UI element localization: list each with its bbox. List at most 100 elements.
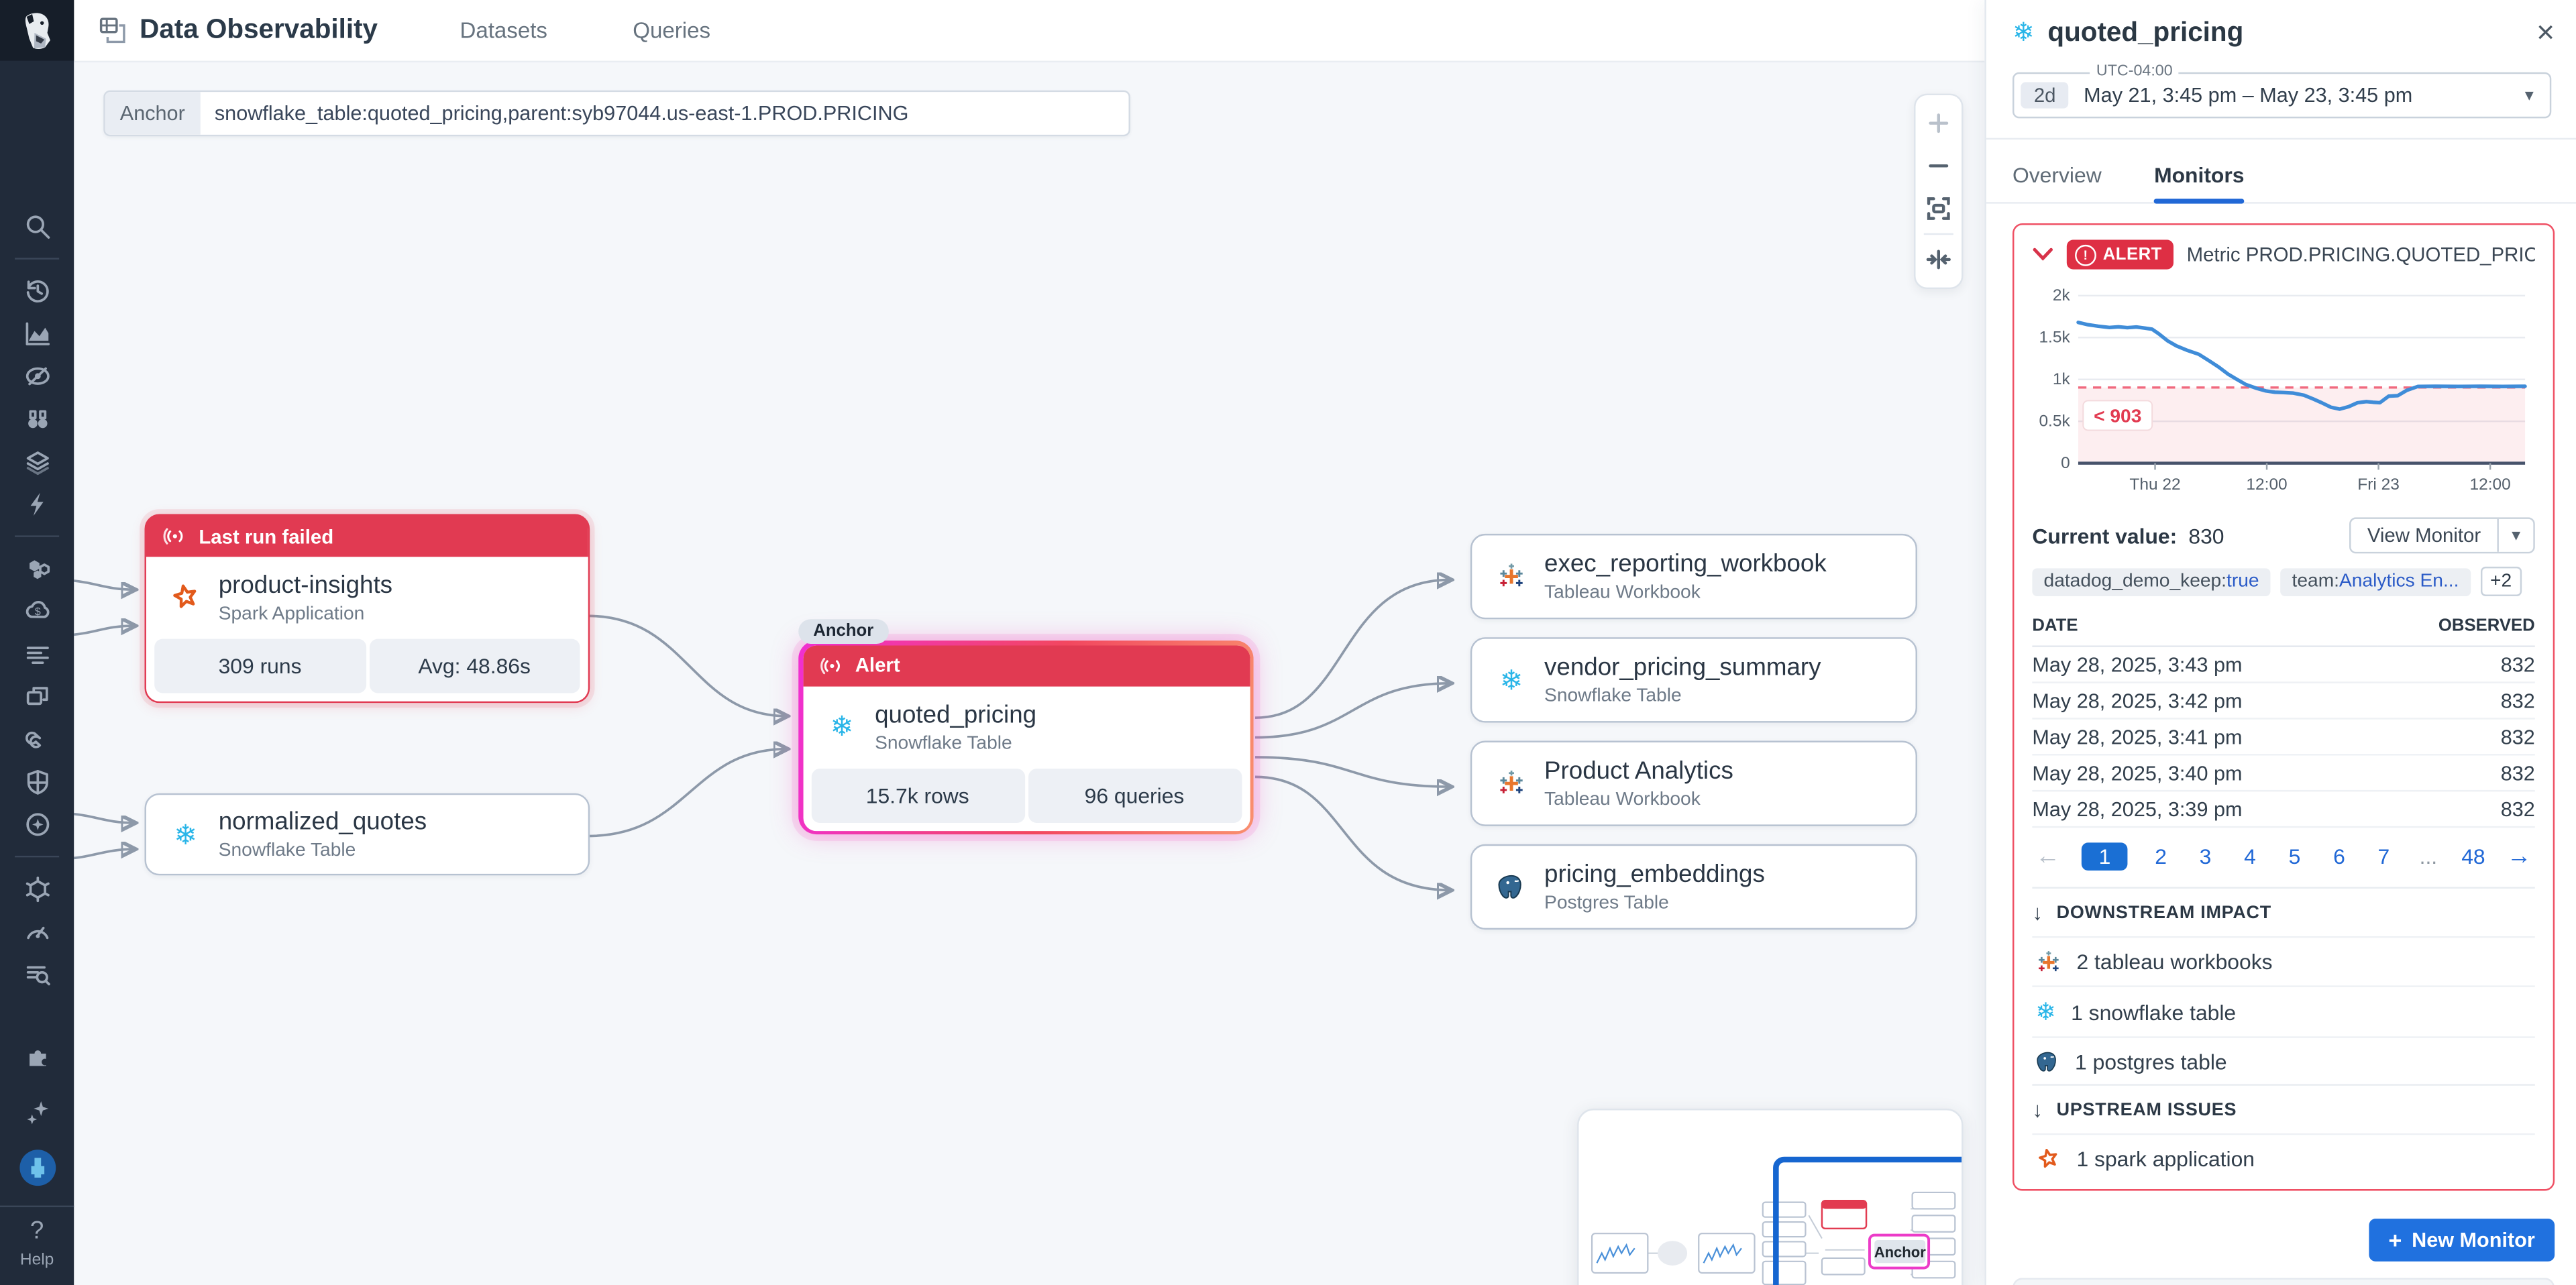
help-icon: ?: [30, 1216, 44, 1245]
svg-text:12:00: 12:00: [2470, 476, 2511, 494]
node-quoted-pricing-anchor[interactable]: Anchor Alert ❄ quoted_pricing: [798, 619, 1254, 835]
tag-pill[interactable]: datadog_demo_keep:true: [2032, 567, 2271, 596]
lineage-canvas[interactable]: Anchor Last run failed: [74, 60, 1985, 1285]
page-48[interactable]: 48: [2461, 844, 2485, 869]
minimap[interactable]: Anchor: [1577, 1109, 1973, 1285]
anchor-search-bar: Anchor: [103, 90, 1130, 137]
datadog-logo[interactable]: [0, 0, 74, 61]
plus-icon: +: [2388, 1227, 2402, 1253]
node-status-header: Last run failed: [146, 515, 588, 557]
history-icon[interactable]: [0, 270, 74, 313]
pipelines-icon[interactable]: [0, 718, 74, 761]
app-title-group: Data Observability: [99, 15, 378, 46]
anchor-input[interactable]: [199, 92, 1129, 135]
search-icon[interactable]: [0, 205, 74, 248]
cloud-cost-icon[interactable]: $: [0, 590, 74, 632]
help-button[interactable]: ? Help: [20, 1216, 54, 1272]
section-downstream-impact: ↓ DOWNSTREAM IMPACT: [2032, 887, 2535, 936]
tags-more-badge[interactable]: +2: [2480, 566, 2522, 596]
page-6[interactable]: 6: [2333, 844, 2345, 869]
node-exec-reporting-workbook[interactable]: exec_reporting_workbook Tableau Workbook: [1470, 533, 1917, 620]
integrations-icon[interactable]: [0, 1034, 74, 1077]
snowflake-icon: ❄: [2012, 19, 2035, 48]
current-value-label: Current value:: [2032, 523, 2178, 548]
impact-item-tableau[interactable]: 2 tableau workbooks: [2032, 936, 2535, 985]
fit-to-screen-button[interactable]: [1921, 190, 1957, 227]
page-next-icon[interactable]: →: [2506, 842, 2532, 871]
tableau-icon: [1495, 769, 1528, 798]
node-title: Product Analytics: [1544, 757, 1733, 785]
impact-item-postgres[interactable]: 1 postgres table: [2032, 1036, 2535, 1084]
security-icon[interactable]: [0, 761, 74, 803]
page-7[interactable]: 7: [2377, 844, 2390, 869]
binoculars-icon[interactable]: [0, 398, 74, 441]
sidebar-divider: [15, 535, 60, 537]
zoom-in-button[interactable]: [1921, 105, 1957, 142]
node-product-insights[interactable]: Last run failed product-insights Spark A…: [144, 514, 590, 704]
monitor-alert-icon: [163, 528, 183, 545]
services-icon[interactable]: [0, 547, 74, 590]
alert-badge: ! ALERT: [2066, 239, 2174, 270]
close-icon[interactable]: ×: [2536, 15, 2555, 50]
sidebar-divider: [0, 1205, 74, 1207]
node-stat-avg: Avg: 48.86s: [368, 638, 580, 693]
node-subtitle: Spark Application: [218, 604, 365, 624]
page-3[interactable]: 3: [2199, 844, 2212, 869]
impact-item-snowflake[interactable]: ❄ 1 snowflake table: [2032, 985, 2535, 1036]
tab-overview[interactable]: Overview: [2012, 162, 2102, 188]
node-product-analytics[interactable]: Product Analytics Tableau Workbook: [1470, 740, 1917, 826]
log-search-icon[interactable]: [0, 952, 74, 995]
time-range-value: May 21, 3:45 pm – May 23, 3:45 pm: [2084, 83, 2413, 107]
chevron-down-icon[interactable]: [2032, 246, 2053, 262]
snowflake-icon: ❄: [830, 711, 854, 742]
node-title: quoted_pricing: [875, 700, 1037, 729]
metrics-icon[interactable]: [0, 312, 74, 355]
chevron-down-icon[interactable]: ▼: [2497, 518, 2534, 552]
tableau-icon: [2039, 950, 2059, 970]
bits-ai-icon[interactable]: [0, 1090, 74, 1133]
monitor-alert-icon: [819, 657, 839, 673]
monitor-card-header[interactable]: ! ALERT Metric PROD.PRICING.QUOTED_PRICI…: [2032, 239, 2535, 270]
tab-queries[interactable]: Queries: [633, 17, 711, 43]
bolt-icon[interactable]: [0, 483, 74, 526]
issue-item-spark[interactable]: 1 spark application: [2032, 1133, 2535, 1182]
svg-text:$: $: [34, 606, 40, 618]
page-prev-icon[interactable]: ←: [2035, 842, 2061, 871]
node-subtitle: Snowflake Table: [218, 840, 356, 861]
minimap-anchor-label: Anchor: [1874, 1244, 1927, 1261]
svg-text:1k: 1k: [2053, 370, 2071, 388]
new-monitor-button[interactable]: + New Monitor: [2368, 1219, 2555, 1262]
time-range-picker[interactable]: UTC-04:00 2d May 21, 3:45 pm – May 23, 3…: [2012, 62, 2552, 119]
minimap-sketch: Anchor: [1591, 1156, 1973, 1285]
page-2[interactable]: 2: [2155, 844, 2167, 869]
error-tracking-icon[interactable]: [0, 867, 74, 910]
watchdog-icon[interactable]: [0, 355, 74, 398]
postgres-icon: [1495, 872, 1528, 901]
monitor-tags: datadog_demo_keep:true team:Analytics En…: [2032, 566, 2534, 596]
zoom-out-button[interactable]: [1921, 148, 1957, 184]
delivery-icon[interactable]: [0, 803, 74, 846]
anchor-label: Anchor: [105, 92, 200, 135]
rum-icon[interactable]: [0, 675, 74, 718]
node-pricing-embeddings[interactable]: pricing_embeddings Postgres Table: [1470, 844, 1917, 930]
tab-datasets[interactable]: Datasets: [460, 17, 547, 43]
pagination: ← 1 2 3 4 5 6 7 ... 48 →: [2032, 828, 2534, 887]
node-normalized-quotes[interactable]: ❄ normalized_quotes Snowflake Table: [144, 793, 590, 876]
user-avatar[interactable]: [19, 1149, 56, 1185]
page-4[interactable]: 4: [2244, 844, 2256, 869]
datadog-dog-icon: [24, 12, 50, 48]
layers-icon[interactable]: [0, 440, 74, 483]
page-1[interactable]: 1: [2082, 842, 2128, 871]
view-monitor-button[interactable]: View Monitor ▼: [2349, 517, 2535, 554]
page-5[interactable]: 5: [2288, 844, 2301, 869]
collapse-button[interactable]: [1921, 241, 1957, 278]
svg-text:2k: 2k: [2053, 286, 2071, 304]
logs-icon[interactable]: [0, 632, 74, 675]
tag-pill[interactable]: team:Analytics En...: [2280, 567, 2471, 596]
node-subtitle: Snowflake Table: [1544, 686, 1682, 707]
node-vendor-pricing-summary[interactable]: ❄ vendor_pricing_summary Snowflake Table: [1470, 637, 1917, 723]
performance-icon[interactable]: [0, 910, 74, 953]
tab-monitors[interactable]: Monitors: [2154, 162, 2244, 204]
